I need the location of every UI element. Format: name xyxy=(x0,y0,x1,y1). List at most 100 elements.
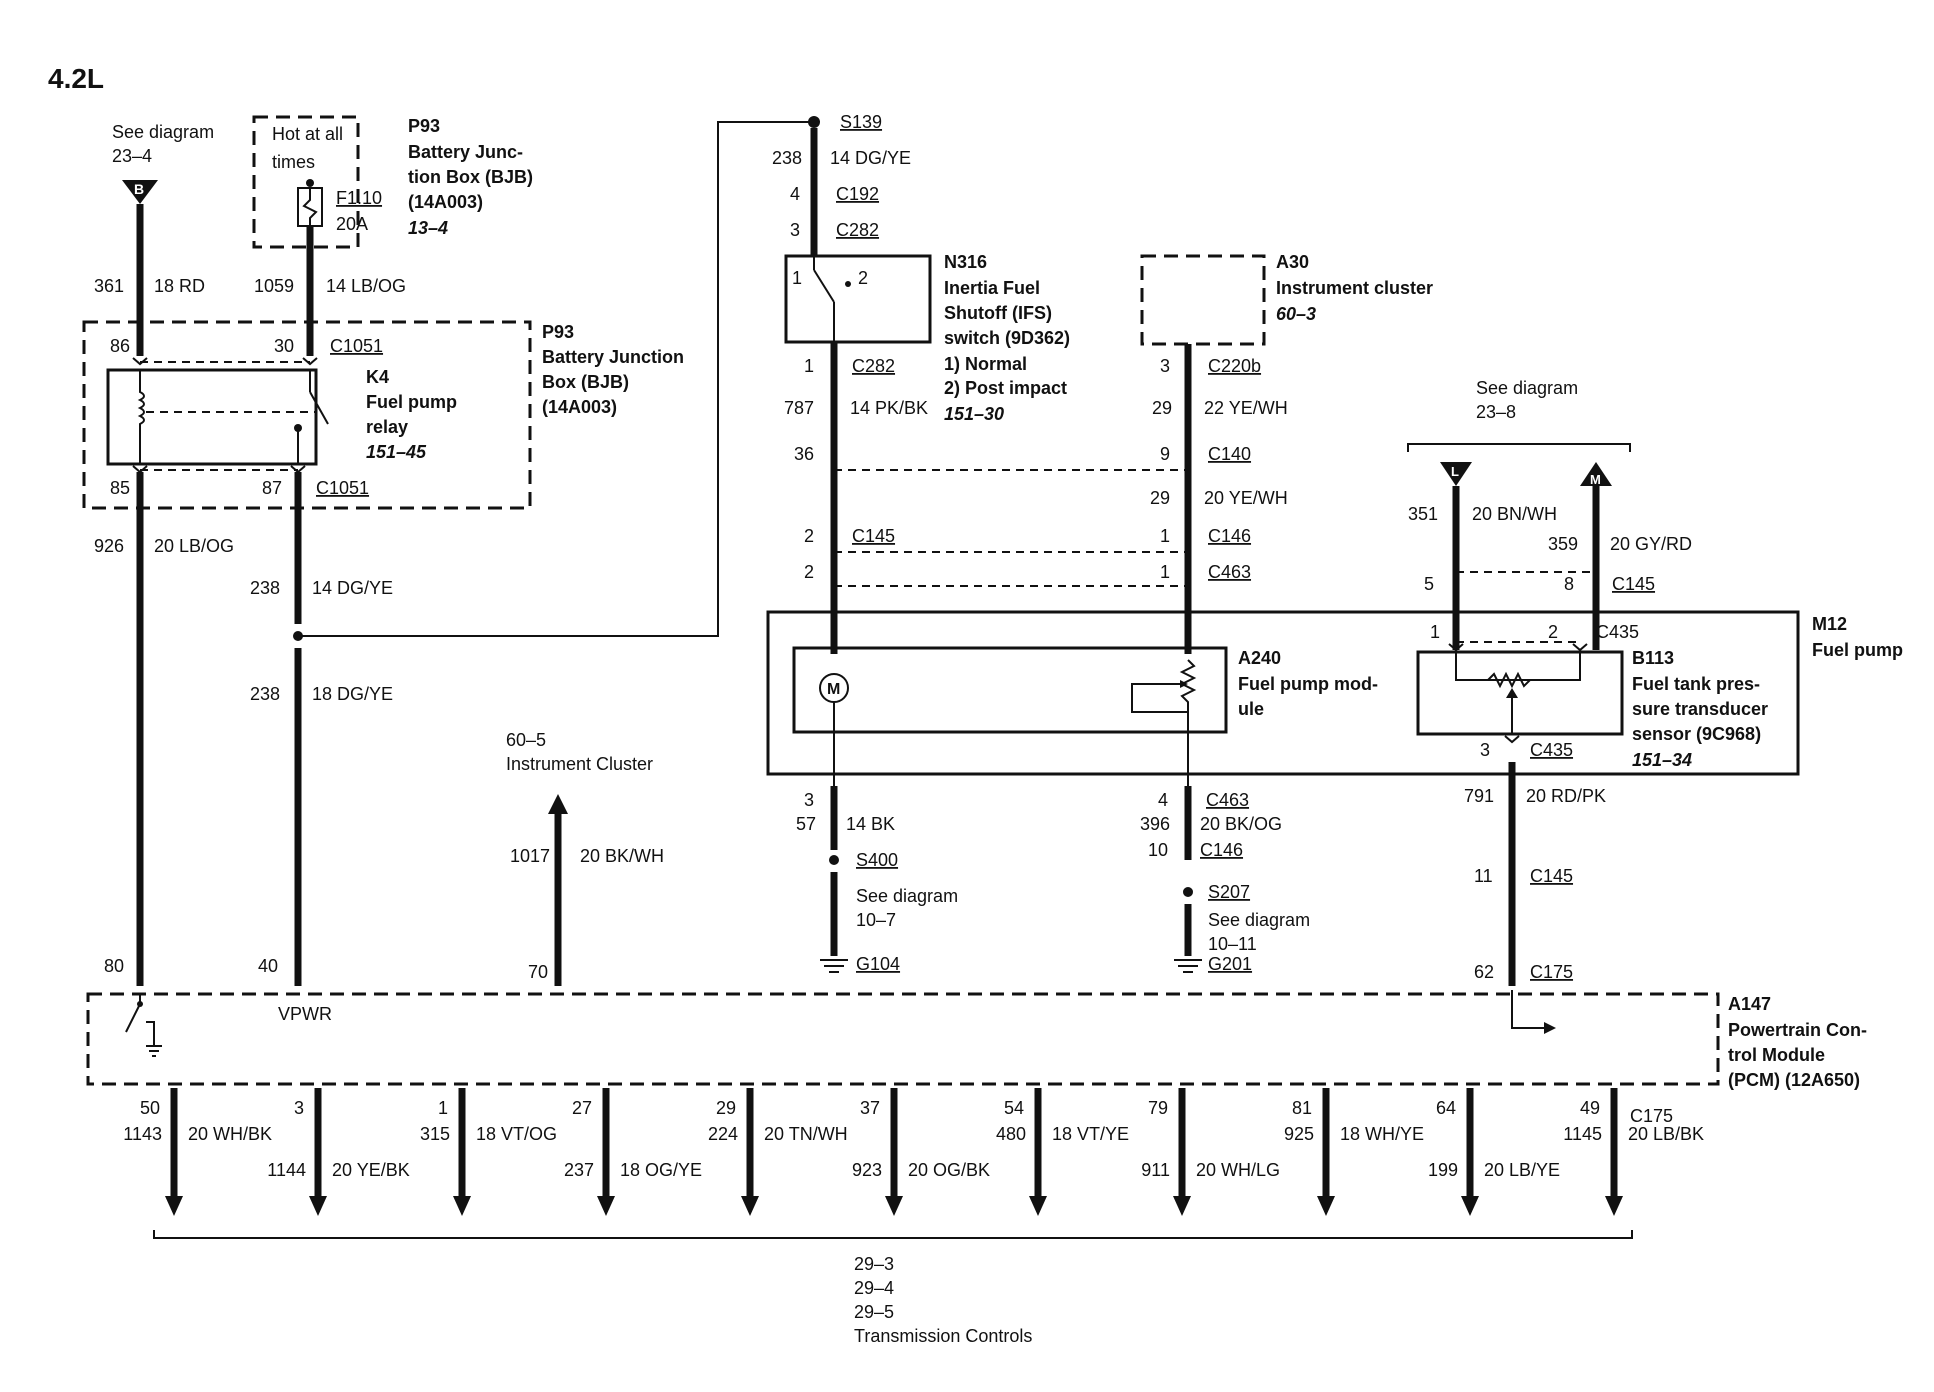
ifs-opt1: 1) Normal xyxy=(944,354,1027,374)
a30-id: A30 xyxy=(1276,252,1309,272)
b113-ref: 151–34 xyxy=(1632,750,1692,770)
arrow-down-icon xyxy=(597,1196,615,1216)
output-color: 20 OG/BK xyxy=(908,1160,990,1180)
output-circuit: 237 xyxy=(564,1160,594,1180)
footer-ref1: 29–3 xyxy=(854,1254,894,1274)
c140-pin-36: 36 xyxy=(794,444,814,464)
ground-g201-icon xyxy=(1174,959,1202,973)
arrow-down-icon xyxy=(1461,1196,1479,1216)
arrow-down-icon xyxy=(1605,1196,1623,1216)
m12-fuel-pump-box xyxy=(766,610,1800,776)
output-pin: 81 xyxy=(1292,1098,1312,1118)
c282-bottom-pin: 1 xyxy=(804,356,814,376)
circuit-1017: 1017 xyxy=(510,846,550,866)
circuit-359: 359 xyxy=(1548,534,1578,554)
output-circuit: 1145 xyxy=(1563,1124,1602,1144)
c435-label-bottom: C435 xyxy=(1530,740,1573,760)
s207-label: S207 xyxy=(1208,882,1250,902)
arrow-down-icon xyxy=(741,1196,759,1216)
ifs-name2: Shutoff (IFS) xyxy=(944,303,1052,323)
c435-pin-1: 1 xyxy=(1430,622,1440,642)
see-10-7-ref: 10–7 xyxy=(856,910,896,930)
circuit-361: 361 xyxy=(94,276,124,296)
see-diagram-ref: 23–4 xyxy=(112,146,152,166)
pcm-sensor-input xyxy=(1511,990,1544,1029)
c463-pin-3: 3 xyxy=(804,790,814,810)
circuit-238a: 238 xyxy=(250,578,280,598)
footer-ref3: 29–5 xyxy=(854,1302,894,1322)
circuit-791: 791 xyxy=(1464,786,1494,806)
circuit-396: 396 xyxy=(1140,814,1170,834)
see-diagram-23-8-ref: 23–8 xyxy=(1476,402,1516,422)
pcm-box xyxy=(86,992,1720,1086)
pcm-pin-80: 80 xyxy=(104,956,124,976)
see-diagram-23-8: See diagram xyxy=(1476,378,1578,398)
c435-pin-2: 2 xyxy=(1548,622,1558,642)
output-color: 20 LB/YE xyxy=(1484,1160,1560,1180)
output-color: 18 VT/YE xyxy=(1052,1124,1129,1144)
pcm-pin-62: 62 xyxy=(1474,962,1494,982)
ic-ref: 60–5 xyxy=(506,730,546,750)
bjb-relay-box xyxy=(82,320,532,510)
pcm-name3: (PCM) (12A650) xyxy=(1728,1070,1860,1090)
b113-inner-lines xyxy=(1455,652,1581,681)
fuse-id: F1.10 xyxy=(336,188,382,208)
ifs-ref: 151–30 xyxy=(944,404,1004,424)
a240-name2: ule xyxy=(1238,699,1264,719)
circuit-238-ifs: 238 xyxy=(772,148,802,168)
output-pin: 37 xyxy=(860,1098,880,1118)
see-10-7: See diagram xyxy=(856,886,958,906)
arrow-down-icon xyxy=(1029,1196,1047,1216)
color-1059: 14 LB/OG xyxy=(326,276,406,296)
output-color: 20 LB/BK xyxy=(1628,1124,1704,1144)
output-pin: 54 xyxy=(1004,1098,1024,1118)
color-791: 20 RD/PK xyxy=(1526,786,1606,806)
c282-bottom-label: C282 xyxy=(852,356,895,376)
c145-pin-5: 5 xyxy=(1424,574,1434,594)
output-circuit: 199 xyxy=(1428,1160,1458,1180)
m12-name: Fuel pump xyxy=(1812,640,1903,660)
relay-k4-box xyxy=(106,368,318,466)
c1051-bottom: C1051 xyxy=(316,478,369,498)
output-circuit: 224 xyxy=(708,1124,738,1144)
arrow-down-icon xyxy=(1173,1196,1191,1216)
circuit-29b: 29 xyxy=(1150,488,1170,508)
relay-name2: relay xyxy=(366,417,408,437)
arrow-down-icon xyxy=(309,1196,327,1216)
a30-cluster-box xyxy=(1140,254,1266,346)
chevron-30 xyxy=(302,357,318,366)
pin-86: 86 xyxy=(110,336,130,356)
c146-pin-1: 1 xyxy=(1160,526,1170,546)
color-1017: 20 BK/WH xyxy=(580,846,664,866)
ground-g104-icon xyxy=(820,959,848,973)
c463-label-bottom: C463 xyxy=(1206,790,1249,810)
output-color: 20 WH/BK xyxy=(188,1124,272,1144)
b113-sensor-box xyxy=(1416,650,1624,736)
footer-name: Transmission Controls xyxy=(854,1326,1032,1346)
a30-ref: 60–3 xyxy=(1276,304,1316,324)
c282-top-label: C282 xyxy=(836,220,879,240)
color-238a: 14 DG/YE xyxy=(312,578,393,598)
arrow-down-icon xyxy=(1317,1196,1335,1216)
output-circuit: 1143 xyxy=(123,1124,162,1144)
color-351: 20 BN/WH xyxy=(1472,504,1557,524)
output-circuit: 925 xyxy=(1284,1124,1314,1144)
connector-l-icon xyxy=(1440,462,1472,486)
splice-s139 xyxy=(808,116,820,128)
vpwr-label: VPWR xyxy=(278,1004,332,1024)
color-29b: 20 YE/WH xyxy=(1204,488,1288,508)
color-238-ifs: 14 DG/YE xyxy=(830,148,911,168)
g104-label: G104 xyxy=(856,954,900,974)
relay-name1: Fuel pump xyxy=(366,392,457,412)
ifs-id: N316 xyxy=(944,252,987,272)
output-color: 18 WH/YE xyxy=(1340,1124,1424,1144)
pcm-pin-70: 70 xyxy=(528,962,548,982)
input-arrow-icon xyxy=(1544,1022,1556,1034)
bracket-icon xyxy=(1407,443,1631,452)
connector-b-icon xyxy=(122,180,158,204)
c146-label-bottom: C146 xyxy=(1200,840,1243,860)
c146-pin-10: 10 xyxy=(1148,840,1168,860)
c145-pin-a: 2 xyxy=(804,526,814,546)
output-color: 18 VT/OG xyxy=(476,1124,557,1144)
rheostat-arrow-icon xyxy=(1180,680,1188,688)
